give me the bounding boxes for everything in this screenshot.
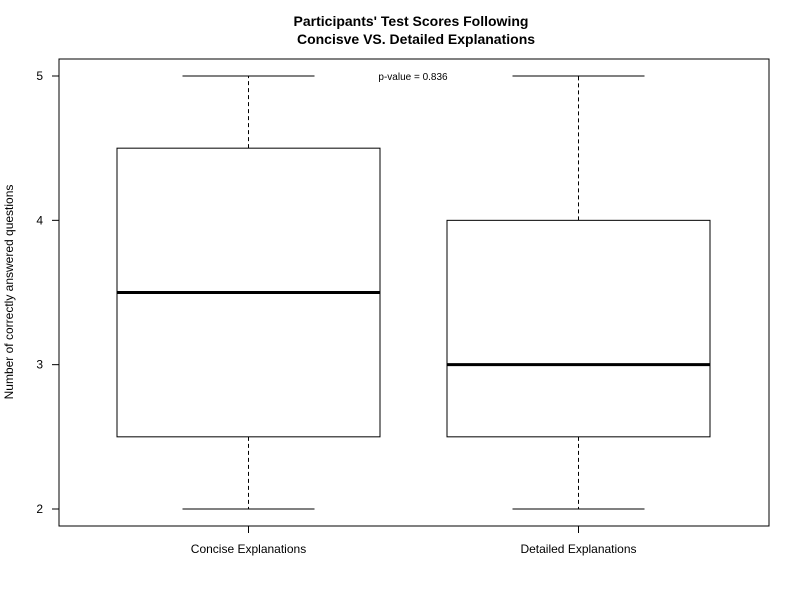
y-axis-label: Number of correctly answered questions (2, 185, 16, 400)
box-2 (446, 75, 711, 510)
p-value-annotation: p-value = 0.836 (378, 72, 448, 83)
y-tick-label: 2 (36, 502, 43, 516)
y-tick-label: 4 (36, 213, 43, 227)
plot-area-frame (58, 58, 770, 527)
chart-title: Participants' Test Scores Following (294, 13, 529, 29)
y-tick-label: 5 (36, 69, 43, 83)
chart-subtitle: Concisve VS. Detailed Explanations (297, 31, 535, 47)
x-axis: Concise Explanations Detailed Explanation… (191, 526, 637, 556)
boxes-layer (116, 75, 711, 510)
iqr-box (446, 219, 711, 438)
box-1 (116, 75, 381, 510)
y-tick-label: 3 (36, 358, 43, 372)
y-axis: 2 3 4 5 (36, 69, 59, 516)
x-tick-label: Detailed Explanations (520, 542, 636, 556)
x-tick-label: Concise Explanations (191, 542, 306, 556)
